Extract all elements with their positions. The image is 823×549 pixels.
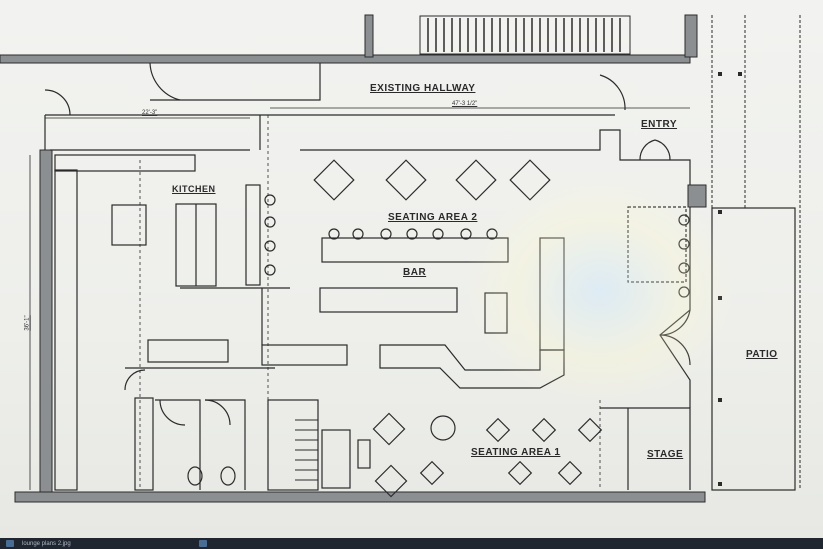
dimension-left-width: 22'-3" — [142, 110, 158, 116]
taskbar: lounge plans 2.jpg — [0, 538, 823, 549]
seating-area-2-tables — [313, 159, 551, 201]
right-side-walls — [600, 206, 796, 491]
seating-area-1-tables — [372, 412, 603, 498]
label-kitchen: KITCHEN — [172, 184, 216, 194]
restrooms — [124, 367, 371, 491]
label-seating-area-1: SEATING AREA 1 — [471, 447, 561, 458]
app-icon[interactable] — [6, 540, 14, 547]
label-stage: STAGE — [647, 449, 684, 460]
photo-screen: EXISTING HALLWAY ENTRY KITCHEN SEATING A… — [0, 0, 823, 538]
dimension-lines — [29, 107, 690, 490]
stairs-top — [419, 15, 631, 55]
dimension-main-width: 47'-3 1/2" — [452, 101, 478, 107]
stair-treads — [427, 18, 621, 52]
label-entry: ENTRY — [641, 119, 678, 130]
taskbar-item-label[interactable]: lounge plans 2.jpg — [22, 540, 71, 547]
floor-plan — [0, 14, 801, 503]
label-existing-hallway: EXISTING HALLWAY — [370, 83, 476, 94]
window-icon[interactable] — [198, 540, 207, 547]
kitchen-counters — [54, 154, 348, 491]
dimension-depth: 36'-1" — [24, 315, 31, 331]
label-bar: BAR — [403, 267, 427, 278]
label-seating-area-2: SEATING AREA 2 — [388, 212, 478, 223]
bar-counter — [264, 194, 690, 389]
partition-lines — [139, 115, 601, 490]
label-patio: PATIO — [746, 349, 778, 360]
column-markers — [718, 72, 742, 486]
exterior-walls — [0, 14, 707, 503]
lower-stair-treads — [295, 419, 318, 481]
hallway-outline — [44, 62, 691, 185]
